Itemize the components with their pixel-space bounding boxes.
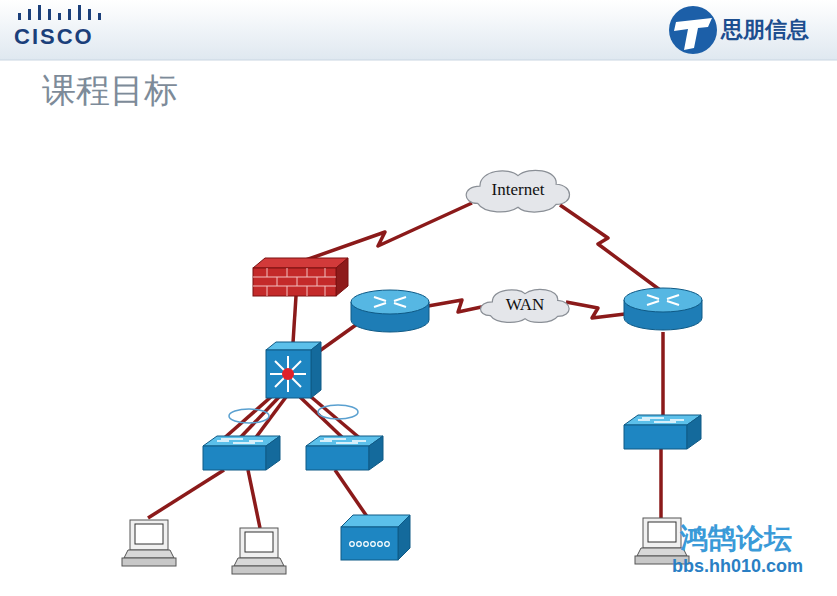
cloud-label: WAN [506,295,545,315]
slide-title: 课程目标 [42,68,178,114]
cloud-label: Internet [492,180,545,200]
cloud-node: Internet [462,166,574,214]
cloud-node: WAN [477,286,573,324]
company-logo-text: 思朋信息 [721,15,809,45]
node-text-wrap: Internet [462,166,574,214]
logo-text: CISCO [14,24,94,50]
watermark: 鸿鹄论坛 [680,520,792,558]
watermark-url: bbs.hh010.com [672,556,803,577]
node-text-wrap: WAN [477,286,573,324]
